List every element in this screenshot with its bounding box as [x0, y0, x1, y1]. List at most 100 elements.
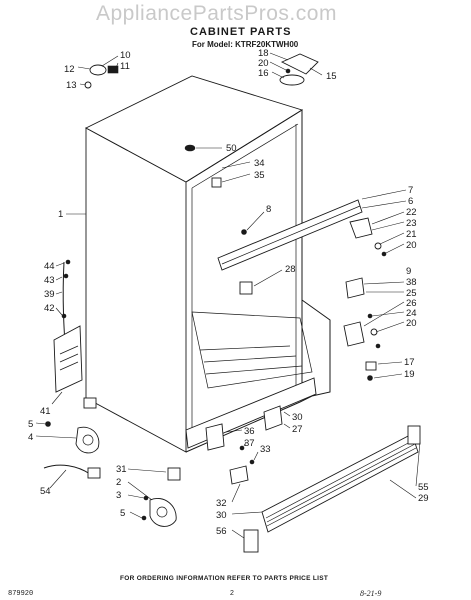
leader-line: [363, 281, 405, 285]
cabinet-inner-top: [191, 123, 299, 189]
leader-line: [309, 67, 323, 76]
callout-8: 8: [266, 204, 271, 215]
grille-slot: [266, 443, 416, 523]
callout-20-top: 20: [258, 58, 269, 69]
callout-10: 10: [120, 50, 131, 61]
leader-line: [115, 62, 119, 69]
leader-line: [127, 481, 153, 501]
leader-line: [225, 429, 243, 433]
callout-56: 56: [216, 526, 227, 537]
roller-wheel: [82, 434, 94, 446]
leader-line: [371, 221, 405, 231]
callout-1: 1: [58, 209, 63, 220]
wiring-cover-panel: [53, 325, 83, 393]
center-hinge-assembly: [349, 211, 405, 257]
callout-5-lower: 5: [120, 508, 125, 519]
leader-line: [101, 55, 119, 67]
callout-33: 33: [260, 444, 271, 455]
rail-screw: [241, 229, 247, 235]
leader-line: [231, 529, 245, 539]
callout-50: 50: [226, 143, 237, 154]
leader-line: [363, 301, 405, 327]
callout-41: 41: [40, 406, 51, 417]
leader-line: [371, 211, 405, 225]
wire-clip: [65, 259, 71, 265]
callout-28: 28: [285, 264, 296, 275]
roller-screw: [141, 515, 147, 521]
leveling-screw: [367, 375, 373, 381]
cabinet-body: [83, 75, 331, 453]
callout-15: 15: [326, 71, 337, 82]
leader-line: [51, 391, 63, 405]
leader-line: [283, 411, 291, 417]
callout-18: 18: [258, 48, 269, 59]
liner-rib: [205, 365, 303, 375]
hinge-screw: [285, 68, 291, 74]
hinge-pin-cap: [89, 64, 107, 76]
leader-line: [231, 511, 263, 515]
lower-hinge-assembly: [343, 277, 405, 349]
cover-vent: [59, 345, 79, 355]
cabinet-base-edge: [185, 395, 313, 453]
shelf-support-rail: [217, 189, 407, 271]
callout-19: 19: [404, 369, 415, 380]
callout-38: 38: [406, 277, 417, 288]
leader-line: [389, 479, 417, 499]
callout-31: 31: [116, 464, 127, 475]
callout-22: 22: [406, 207, 417, 218]
support-screw: [239, 445, 245, 451]
lower-hinge-block: [345, 277, 365, 299]
toe-grille: [261, 425, 421, 533]
callout-30-lower: 30: [216, 510, 227, 521]
leader-line: [221, 161, 251, 169]
left-wiring-harness: [51, 259, 83, 405]
leveling-bracket: [365, 361, 377, 371]
wire-clip: [61, 313, 67, 319]
leader-line: [35, 422, 47, 425]
leader-line: [415, 441, 421, 487]
callout-30-upper: 30: [292, 412, 303, 423]
grille-end-clip: [407, 425, 421, 445]
callout-55: 55: [418, 482, 429, 493]
leader-line: [49, 469, 67, 489]
lower-hinge-plate: [343, 321, 365, 347]
rear-roller-assembly: [127, 467, 181, 527]
hinge-washer: [370, 328, 378, 336]
cabinet-side-panel: [85, 127, 187, 453]
callout-7: 7: [408, 185, 413, 196]
leader-line: [385, 243, 405, 254]
callout-26: 26: [406, 298, 417, 309]
cabinet-foot: [83, 397, 97, 409]
callout-20-lower: 20: [406, 318, 417, 329]
callout-29: 29: [418, 493, 429, 504]
rear-roller-wheel: [156, 506, 168, 518]
leader-line: [77, 66, 91, 70]
hinge-screw: [367, 313, 373, 319]
leader-line: [373, 373, 403, 379]
callout-23: 23: [406, 218, 417, 229]
rail-bar: [217, 199, 363, 271]
leader-line: [55, 276, 63, 281]
leader-line: [253, 451, 259, 461]
callout-9: 9: [406, 266, 411, 277]
callout-4: 4: [28, 432, 33, 443]
leader-line: [35, 435, 77, 439]
callout-34: 34: [254, 158, 265, 169]
cabinet-liner-floor: [191, 311, 313, 389]
document-number: 879920: [8, 590, 34, 598]
cabinet-lower-right: [301, 299, 331, 397]
leader-line: [283, 423, 291, 429]
leader-line: [243, 441, 247, 447]
callout-11: 11: [120, 61, 130, 72]
leader-line: [246, 211, 265, 231]
grille-slot: [266, 447, 417, 527]
callout-39: 39: [44, 289, 55, 300]
leader-line: [221, 173, 251, 183]
power-cord: [43, 464, 91, 475]
callout-5-upper: 5: [28, 419, 33, 430]
callout-43: 43: [44, 275, 55, 286]
page-number: 2: [230, 590, 234, 597]
callout-27: 27: [292, 424, 303, 435]
leader-line: [55, 262, 65, 267]
hinge-screw: [381, 251, 387, 257]
